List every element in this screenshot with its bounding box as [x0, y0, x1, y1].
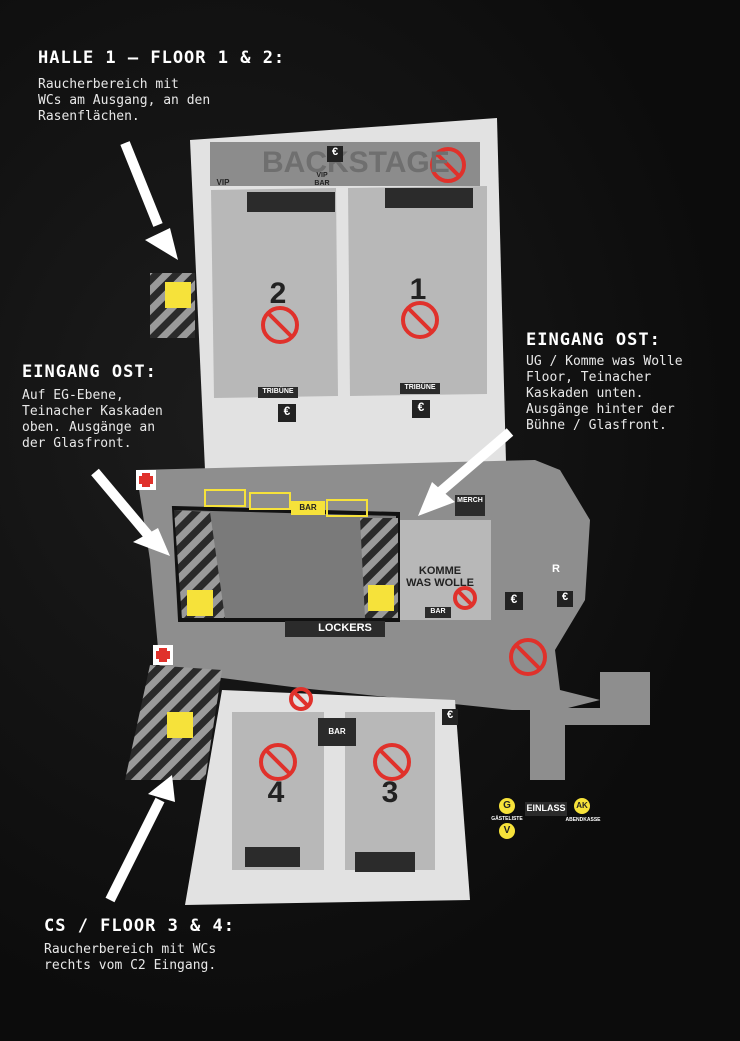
floor-3-area [345, 712, 435, 870]
entrance-path [530, 672, 650, 780]
floor-1-area [348, 186, 487, 396]
floor-2-area [211, 188, 338, 398]
tribune-left-label: TRIBÜNE [262, 388, 294, 395]
entry-markers [499, 798, 590, 839]
first-aid-icons [136, 470, 173, 665]
bar-label: BAR [299, 503, 317, 512]
lockers-label: LOCKERS [318, 622, 372, 634]
halle1-text: Raucherbereich mit WCs am Ausgang, an de… [38, 77, 211, 124]
g-marker: G [503, 800, 511, 811]
floor-1-number: 1 [409, 273, 427, 306]
komme-was-wolle-label: KOMME WAS WOLLE [406, 565, 474, 589]
tribune-right-label: TRIBÜNE [404, 384, 436, 391]
euro-icon: € [412, 400, 430, 418]
euro-icon: € [442, 709, 458, 725]
r-label: R [552, 563, 560, 575]
cs-title: CS / FLOOR 3 & 4: [44, 916, 235, 936]
einlass-label: EINLASS [526, 803, 566, 813]
floor-3-number: 3 [381, 776, 399, 809]
eingang-ost-left-text: Auf EG-Ebene, Teinacher Kaskaden oben. A… [22, 388, 163, 451]
eingang-ost-right-text: UG / Komme was Wolle Floor, Teinacher Ka… [526, 354, 683, 433]
vip-label: VIP [216, 178, 230, 187]
gaesteliste-label: GÄSTELISTE [491, 816, 523, 822]
vip-bar-label: VIP BAR [314, 172, 330, 187]
floor-2-number: 2 [269, 277, 287, 310]
bar-kww-label: BAR [430, 608, 446, 615]
v-marker: V [503, 825, 511, 836]
halle1-title: HALLE 1 – FLOOR 1 & 2: [38, 48, 286, 68]
euro-icon: € [278, 404, 296, 422]
smoking-area-icons [165, 282, 394, 738]
floor-4-area [232, 712, 324, 870]
no-smoking-icons [259, 147, 547, 781]
euro-icon: € [557, 591, 573, 607]
backstage-area [210, 142, 480, 186]
cs-text: Raucherbereich mit WCs rechts vom C2 Ein… [44, 942, 217, 973]
eingang-ost-right-title: EINGANG OST: [526, 330, 661, 350]
bar-counters [204, 489, 368, 517]
pointer-arrows [91, 141, 514, 903]
abendkasse-label: ABENDKASSE [565, 817, 601, 823]
eingang-ost-left-title: EINGANG OST: [22, 362, 157, 382]
backstage-label: BACKSTAGE [262, 146, 450, 179]
merch-label: MERCH [455, 495, 485, 516]
dj-booths [245, 188, 567, 872]
euro-icon: € [505, 592, 523, 610]
ak-marker: AK [576, 801, 588, 810]
euro-icon: € [327, 146, 343, 162]
floor-4-number: 4 [267, 776, 285, 809]
bar-cs-label: BAR [328, 727, 346, 736]
